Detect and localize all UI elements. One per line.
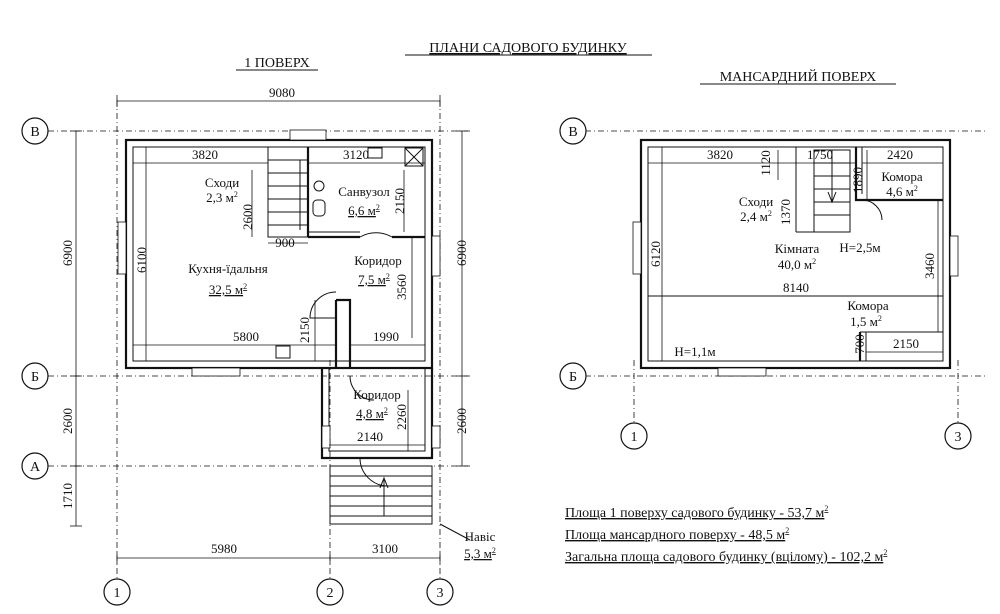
svg-text:1710: 1710 — [60, 483, 75, 509]
f2-axis-row-b: Б — [569, 370, 577, 385]
floor2-axes: В Б 1 3 — [559, 117, 985, 450]
room-bath-area: 6,6 м2 — [348, 203, 380, 218]
svg-text:2150: 2150 — [893, 336, 919, 351]
floor1-room-labels: Сходи 2,3 м2 Санвузол 6,6 м2 Кухня-їдаль… — [188, 175, 496, 561]
svg-text:8140: 8140 — [783, 280, 809, 295]
summary-line-3: Загальна площа садового будинку (вцілому… — [565, 548, 887, 565]
svg-text:2600: 2600 — [240, 204, 255, 230]
svg-text:2260: 2260 — [394, 404, 409, 430]
svg-text:3460: 3460 — [922, 253, 937, 279]
area-summary: Площа 1 поверху садового будинку - 53,7 … — [565, 504, 887, 565]
room-canopy-name: Навіс — [465, 529, 496, 544]
axis-row-a: А — [30, 460, 41, 475]
room-stairs-area: 2,3 м2 — [206, 190, 238, 205]
floor2-title: МАНСАРДНИЙ ПОВЕРХ — [720, 68, 877, 85]
summary-line-1: Площа 1 поверху садового будинку - 53,7 … — [565, 504, 828, 521]
axis-col-1: 1 — [114, 586, 121, 601]
room-kitchen-area: 32,5 м2 — [209, 282, 247, 297]
room-kitchen-name: Кухня-їдальня — [188, 261, 267, 276]
room-corridor1-name: Коридор — [354, 253, 402, 268]
room-canopy-area: 5,3 м2 — [464, 546, 496, 561]
f2-room-store2-name: Комора — [847, 298, 889, 313]
svg-text:3820: 3820 — [707, 147, 733, 162]
axis-col-3: 3 — [437, 586, 444, 601]
svg-text:2140: 2140 — [357, 429, 383, 444]
f2-room-store1-area: 4,6 м2 — [886, 184, 918, 199]
floor1-walls — [117, 129, 471, 541]
svg-text:1120: 1120 — [758, 150, 773, 176]
svg-text:3820: 3820 — [192, 147, 218, 162]
f2-room-main-name: Кімната — [775, 241, 820, 256]
f2-height-25: Н=2,5м — [839, 240, 880, 255]
svg-text:2600: 2600 — [60, 408, 75, 434]
svg-text:6900: 6900 — [60, 240, 75, 266]
floor2-room-labels: Сходи 2,4 м2 Комора 4,6 м2 Кімната 40,0 … — [674, 169, 922, 359]
svg-text:1370: 1370 — [778, 199, 793, 225]
room-bath-name: Санвузол — [338, 184, 390, 199]
svg-text:3120: 3120 — [343, 147, 369, 162]
svg-text:6100: 6100 — [134, 247, 149, 273]
room-corridor2-name: Коридор — [353, 387, 401, 402]
room-stairs-name: Сходи — [205, 175, 239, 190]
svg-text:6120: 6120 — [648, 241, 663, 267]
svg-text:5800: 5800 — [233, 329, 259, 344]
svg-text:3560: 3560 — [394, 274, 409, 300]
room-corridor2-area: 4,8 м2 — [356, 406, 388, 421]
svg-text:1990: 1990 — [373, 329, 399, 344]
axis-row-b: Б — [31, 370, 39, 385]
svg-text:1890: 1890 — [850, 167, 865, 193]
axis-row-v: В — [30, 125, 39, 140]
floor2-dimensions: 3820 1120 1750 2420 1890 1370 6120 3460 … — [648, 147, 943, 361]
f2-height-11: Н=1,1м — [674, 344, 715, 359]
f2-room-store2-area: 1,5 м2 — [850, 314, 882, 329]
svg-text:2600: 2600 — [454, 408, 469, 434]
svg-text:9080: 9080 — [269, 85, 295, 100]
summary-line-2: Площа мансардного поверху - 48,5 м2 — [565, 526, 789, 543]
drawing-title: ПЛАНИ САДОВОГО БУДИНКУ — [429, 41, 627, 56]
f2-room-main-area: 40,0 м2 — [778, 257, 816, 272]
svg-text:2150: 2150 — [392, 188, 407, 214]
f2-axis-col-1: 1 — [631, 430, 638, 445]
f2-room-store1-name: Комора — [881, 169, 923, 184]
svg-text:5980: 5980 — [211, 541, 237, 556]
svg-text:2420: 2420 — [887, 147, 913, 162]
svg-text:3100: 3100 — [372, 541, 398, 556]
svg-text:1750: 1750 — [807, 147, 833, 162]
f2-room-stairs-area: 2,4 м2 — [740, 209, 772, 224]
f2-room-stairs-name: Сходи — [739, 194, 773, 209]
f2-axis-row-v: В — [568, 125, 577, 140]
svg-text:2150: 2150 — [297, 317, 312, 343]
axis-col-2: 2 — [327, 586, 334, 601]
floor1-axes: В Б А 1 2 3 — [21, 100, 470, 606]
floor1-dimensions: 9080 3820 3120 2150 2600 900 6100 3560 2… — [60, 85, 469, 564]
f2-axis-col-3: 3 — [955, 430, 962, 445]
room-corridor1-area: 7,5 м2 — [358, 272, 390, 287]
svg-text:6900: 6900 — [454, 240, 469, 266]
svg-text:700: 700 — [852, 334, 867, 354]
svg-text:900: 900 — [275, 235, 295, 250]
floor1-title: 1 ПОВЕРХ — [244, 56, 310, 71]
